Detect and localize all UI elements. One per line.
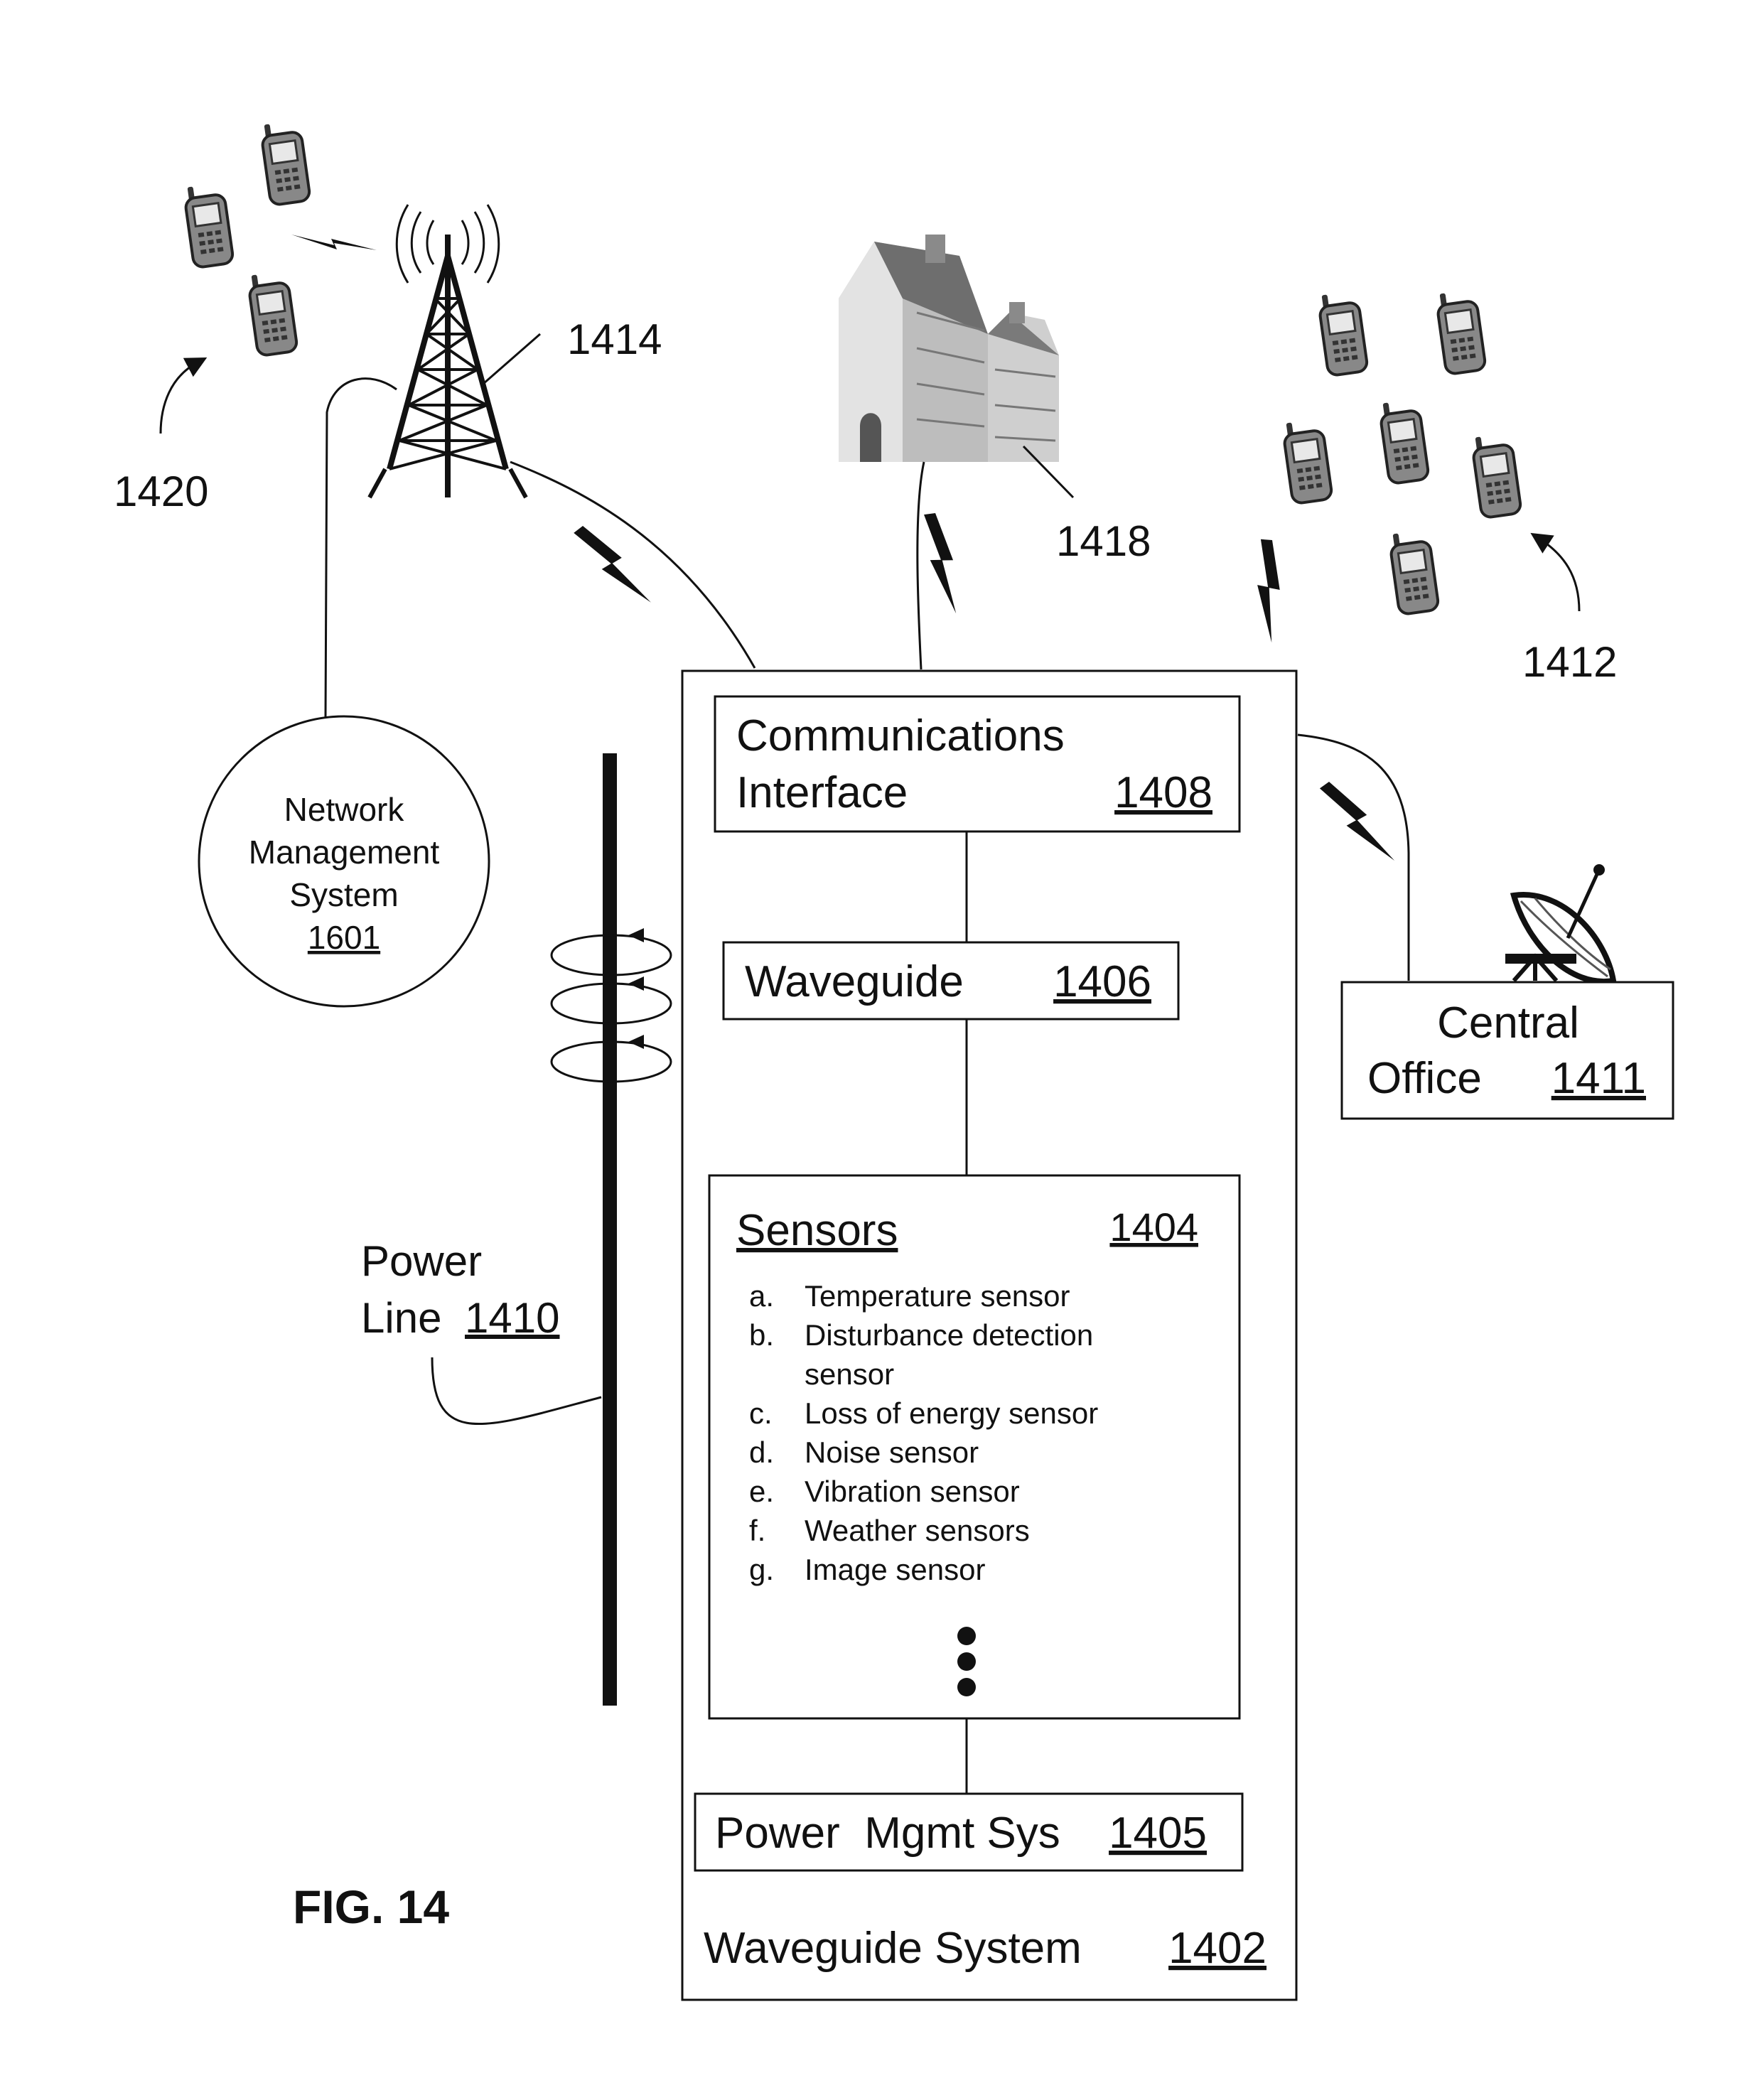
waveguide-ref: 1406 — [1053, 957, 1151, 1006]
ref-arrow-1420 — [161, 362, 198, 434]
sensor-item-letter: g. — [749, 1553, 774, 1586]
power-line-ref: 1410 — [465, 1294, 559, 1342]
sensor-item-letter: e. — [749, 1475, 774, 1508]
comm-interface-label-line2: Interface — [736, 768, 908, 817]
ref-label-1414: 1414 — [567, 316, 662, 363]
phone-icon — [1318, 291, 1368, 377]
ellipsis-dots-icon — [957, 1627, 976, 1696]
comm-interface-ref: 1408 — [1114, 768, 1212, 817]
sensors-title: Sensors — [736, 1206, 898, 1255]
sensor-item-letter: a. — [749, 1279, 774, 1313]
waveguide-system-label: Waveguide System — [704, 1924, 1082, 1973]
phone-icon — [1379, 399, 1429, 485]
ref-label-1412: 1412 — [1522, 638, 1617, 686]
sensors-ref: 1404 — [1109, 1205, 1198, 1249]
bolt-icon — [1216, 534, 1319, 642]
sensor-item-text: Loss of energy sensor — [805, 1396, 1098, 1430]
sensor-item-text: Noise sensor — [805, 1436, 979, 1469]
building-system-link — [918, 462, 924, 669]
central-office-label-line1: Central — [1437, 998, 1579, 1048]
sensor-item-letter: f. — [749, 1514, 765, 1547]
tower-icon — [370, 205, 526, 497]
bolt-icon — [894, 510, 988, 613]
sensor-item-text: Image sensor — [805, 1553, 985, 1586]
power-line-leader — [432, 1357, 601, 1424]
tower-system-link — [510, 462, 755, 668]
power-line-label-line1: Power — [361, 1237, 482, 1285]
sensor-item-letter: c. — [749, 1396, 773, 1430]
sensor-item-text: sensor — [805, 1357, 894, 1391]
ref-arrow-1412 — [1539, 539, 1579, 611]
phone-icon — [1389, 529, 1439, 615]
power-line-label-line2: Line — [361, 1294, 441, 1342]
system-central-office-link — [1298, 735, 1409, 981]
central-office-label-line2: Office — [1367, 1054, 1482, 1103]
power-mgmt-label: Power Mgmt Sys — [715, 1809, 1060, 1858]
sensor-item-letter: d. — [749, 1436, 774, 1469]
tower-nms-link — [326, 379, 397, 718]
nms-label-line3: System — [289, 876, 398, 913]
figure-label: FIG. 14 — [293, 1880, 449, 1933]
sensor-item-text: Disturbance detection — [805, 1318, 1093, 1352]
nms-ref: 1601 — [308, 919, 380, 956]
sensor-item-text: Vibration sensor — [805, 1475, 1020, 1508]
phone-icon — [1436, 289, 1486, 375]
ref-label-1420: 1420 — [114, 468, 208, 515]
coil-arrow-icon — [628, 928, 644, 1049]
tower-leader — [483, 334, 540, 384]
waveguide-label: Waveguide — [745, 957, 964, 1006]
phone-icon — [1471, 433, 1522, 519]
central-office-ref: 1411 — [1551, 1054, 1646, 1103]
bolt-icon — [1319, 776, 1394, 868]
phone-icon — [1282, 419, 1333, 505]
phone-icon — [183, 183, 234, 269]
waveguide-system-ref: 1402 — [1168, 1924, 1266, 1973]
bolt-icon — [291, 235, 377, 250]
ref-label-1418: 1418 — [1056, 517, 1151, 565]
nms-label-line1: Network — [284, 791, 405, 828]
power-mgmt-ref: 1405 — [1109, 1809, 1207, 1858]
comm-interface-label-line1: Communications — [736, 711, 1065, 760]
phone-icon — [247, 271, 298, 357]
phone-icon — [260, 120, 311, 206]
nms-label-line2: Management — [249, 834, 440, 871]
satellite-dish-icon — [1505, 864, 1613, 981]
sensor-item-letter: b. — [749, 1318, 774, 1352]
sensor-item-text: Temperature sensor — [805, 1279, 1070, 1313]
sensor-item-text: Weather sensors — [805, 1514, 1030, 1547]
building-icon — [839, 235, 1059, 462]
